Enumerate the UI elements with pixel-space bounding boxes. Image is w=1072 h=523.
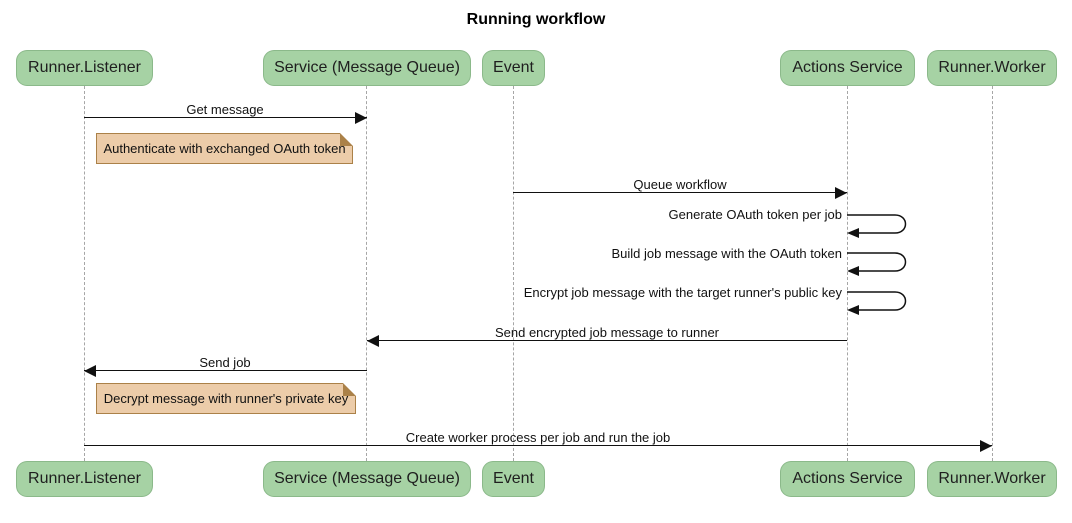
participant-top-runner-worker: Runner.Worker (927, 50, 1057, 86)
note-authenticate: Authenticate with exchanged OAuth token (96, 133, 353, 164)
participant-top-event: Event (482, 50, 545, 86)
participant-top-runner-listener: Runner.Listener (16, 50, 153, 86)
message-label: Encrypt job message with the target runn… (523, 285, 842, 300)
message-label: Send job (199, 355, 251, 370)
participant-bottom-actions-service: Actions Service (780, 461, 915, 497)
participant-label: Event (493, 470, 534, 487)
message-label: Create worker process per job and run th… (405, 430, 671, 445)
arrowhead-right-icon (835, 187, 847, 199)
note-decrypt: Decrypt message with runner's private ke… (96, 383, 356, 414)
lifeline-runner-worker (992, 86, 993, 461)
participant-label: Actions Service (792, 470, 903, 487)
participant-bottom-runner-listener: Runner.Listener (16, 461, 153, 497)
message-line (84, 117, 367, 118)
participant-label: Service (Message Queue) (274, 470, 460, 487)
participant-label: Actions Service (792, 59, 903, 76)
participant-label: Runner.Worker (938, 470, 1046, 487)
message-label: Send encrypted job message to runner (494, 325, 720, 340)
participant-label: Runner.Listener (28, 59, 141, 76)
lifeline-actions-service (847, 86, 848, 461)
participant-top-actions-service: Actions Service (780, 50, 915, 86)
participant-label: Runner.Worker (938, 59, 1046, 76)
note-text: Authenticate with exchanged OAuth token (103, 141, 346, 156)
participant-label: Service (Message Queue) (274, 59, 460, 76)
self-loop-arrow-icon (847, 252, 907, 276)
diagram-title: Running workflow (466, 11, 606, 28)
self-loop-arrow-icon (847, 291, 907, 315)
arrowhead-right-icon (355, 112, 367, 124)
message-label: Build job message with the OAuth token (611, 246, 842, 261)
participant-label: Runner.Listener (28, 470, 141, 487)
lifeline-service-message-queue (366, 86, 367, 461)
message-label: Generate OAuth token per job (668, 207, 842, 222)
participant-bottom-runner-worker: Runner.Worker (927, 461, 1057, 497)
participant-top-service-message-queue: Service (Message Queue) (263, 50, 471, 86)
lifeline-runner-listener (84, 86, 85, 461)
arrowhead-right-icon (980, 440, 992, 452)
message-line (513, 192, 847, 193)
arrowhead-left-icon (84, 365, 96, 377)
participant-bottom-service-message-queue: Service (Message Queue) (263, 461, 471, 497)
self-loop-arrow-icon (847, 214, 907, 238)
message-line (84, 445, 992, 446)
participant-label: Event (493, 59, 534, 76)
message-line (84, 370, 367, 371)
message-label: Get message (186, 102, 264, 117)
note-text: Decrypt message with runner's private ke… (103, 391, 349, 406)
arrowhead-left-icon (367, 335, 379, 347)
message-line (367, 340, 847, 341)
message-label: Queue workflow (633, 177, 727, 192)
participant-bottom-event: Event (482, 461, 545, 497)
lifeline-event (513, 86, 514, 461)
